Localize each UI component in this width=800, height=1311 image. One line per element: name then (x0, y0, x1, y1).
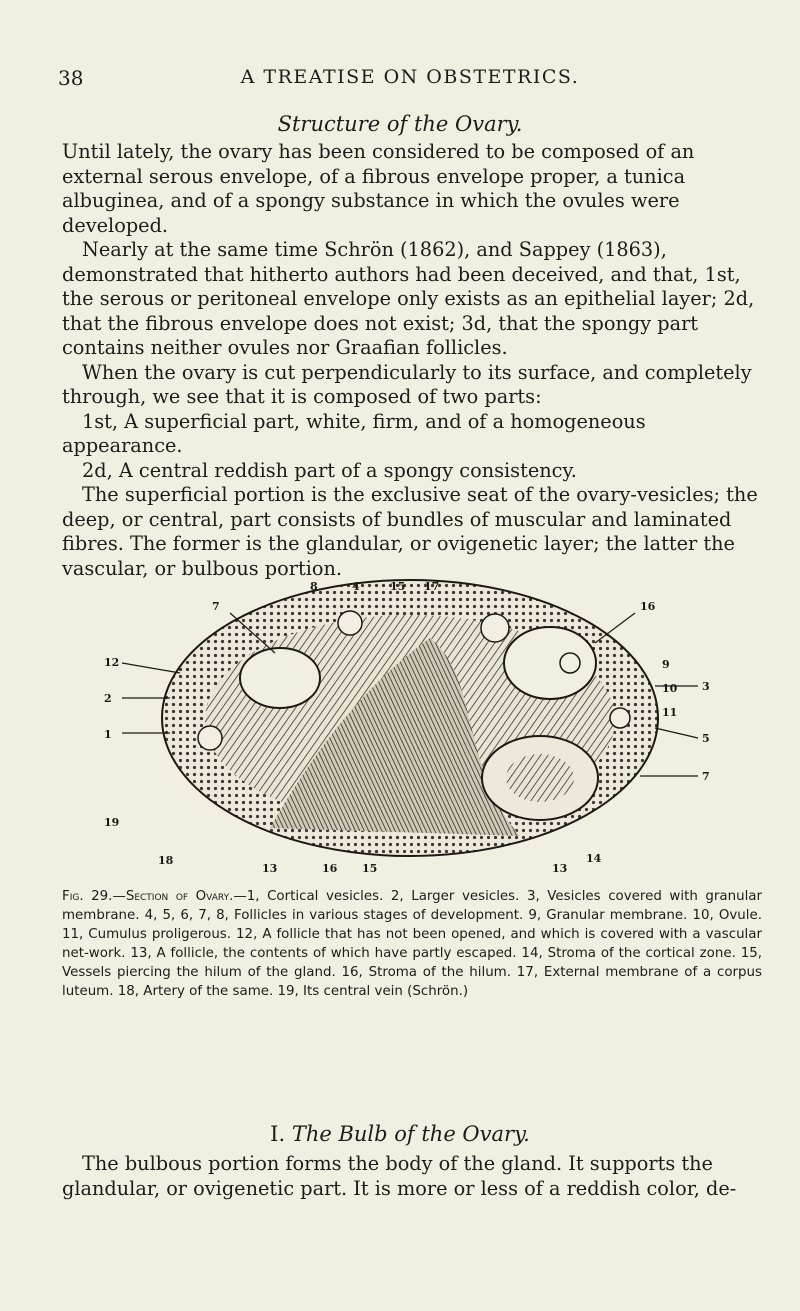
paragraph: 2d, A central reddish part of a spongy c… (82, 458, 577, 482)
caption-lead: Fig. 29.—Section of Ovary. (62, 889, 234, 904)
paragraph: When the ovary is cut perpendicularly to… (62, 360, 752, 409)
figure-label: 10 (662, 682, 678, 695)
figure-label: 19 (104, 816, 119, 829)
figure-caption: Fig. 29.—Section of Ovary.—1, Cortical v… (62, 887, 762, 1001)
figure-label: 15 (390, 580, 405, 593)
paragraph: Nearly at the same time Schrön (1862), a… (62, 238, 755, 359)
running-title: A TREATISE ON OBSTETRICS. (240, 66, 580, 88)
hilum-stroma (270, 638, 520, 836)
figure-label: 7 (212, 600, 220, 613)
figure-label: 3 (702, 680, 710, 693)
subsection-title: The Bulb of the Ovary. (291, 1122, 530, 1146)
figure-label: 4 (352, 580, 360, 593)
figure-label: 12 (104, 656, 119, 669)
follicle (239, 647, 321, 709)
ovary-section-figure: 12 2 1 7 8 4 15 17 16 9 10 11 3 5 7 19 1… (100, 568, 720, 878)
figure-label: 17 (424, 580, 439, 593)
figure-label: 13 (262, 862, 277, 875)
figure-labels: 12 2 1 7 8 4 15 17 16 9 10 11 3 5 7 19 1… (104, 580, 710, 875)
ovule (559, 652, 581, 674)
figure-label: 11 (662, 706, 677, 719)
figure-label: 8 (310, 580, 318, 593)
section-title: Structure of the Ovary. (277, 112, 523, 136)
page-number: 38 (58, 66, 84, 90)
figure-label: 14 (586, 852, 602, 865)
paragraph: Until lately, the ovary has been conside… (62, 140, 695, 237)
running-head: 38 A TREATISE ON OBSTETRICS. (58, 66, 762, 90)
figure-label: 16 (640, 600, 656, 613)
figure-label: 18 (158, 854, 174, 867)
caption-text: —1, Cortical vesicles. 2, Larger vesicle… (62, 889, 762, 999)
subsection-numeral: I. (270, 1122, 286, 1146)
figure-label: 13 (552, 862, 567, 875)
paragraph: The bulbous portion forms the body of th… (62, 1152, 737, 1200)
subsection-heading: I. The Bulb of the Ovary. (0, 1122, 800, 1146)
figure-label: 16 (322, 862, 338, 875)
paragraph: 1st, A superficial part, white, firm, an… (62, 409, 646, 458)
figure-label: 1 (104, 728, 112, 741)
body-text-2: The bulbous portion forms the body of th… (62, 1152, 758, 1201)
figure-label: 7 (702, 770, 710, 783)
figure-label: 2 (104, 692, 112, 705)
body-text: Until lately, the ovary has been conside… (62, 140, 758, 581)
figure-label: 15 (362, 862, 377, 875)
figure-label: 5 (702, 732, 710, 745)
paragraph: The superficial portion is the exclusive… (62, 483, 758, 580)
figure-label: 9 (662, 658, 670, 671)
ovary-illustration: 12 2 1 7 8 4 15 17 16 9 10 11 3 5 7 19 1… (104, 579, 710, 875)
leader-lines (121, 612, 699, 777)
follicle (503, 626, 597, 700)
